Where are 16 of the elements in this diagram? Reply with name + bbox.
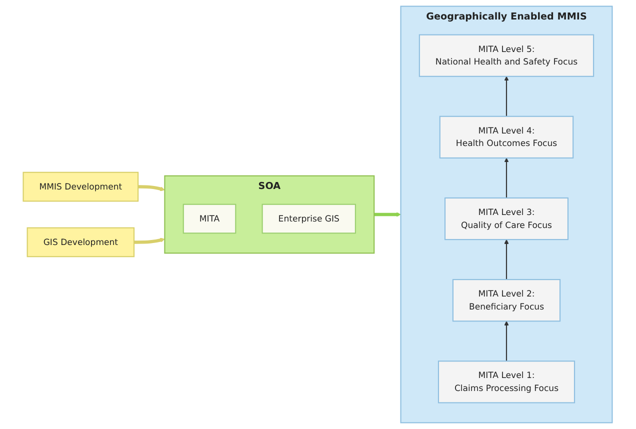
arrow xyxy=(504,76,510,116)
arrow xyxy=(138,185,166,192)
arrow xyxy=(504,158,510,198)
node-box: GIS Development xyxy=(27,227,135,258)
arrow xyxy=(374,212,402,217)
node-box: MITA Level 4: Health Outcomes Focus xyxy=(440,116,574,158)
node-box: MMIS Development xyxy=(22,172,139,202)
arrow xyxy=(504,239,510,280)
node-box: MITA Level 2: Beneficiary Focus xyxy=(452,279,561,322)
arrow xyxy=(504,320,510,362)
node-box: MITA Level 1: Claims Processing Focus xyxy=(438,360,576,404)
node-box: MITA Level 3: Quality of Care Focus xyxy=(444,197,569,240)
node-box: MITA xyxy=(183,204,236,234)
node-box: MITA Level 5: National Health and Safety Focus xyxy=(419,34,594,77)
arrow xyxy=(134,238,166,244)
node-box: Enterprise GIS xyxy=(262,204,356,234)
